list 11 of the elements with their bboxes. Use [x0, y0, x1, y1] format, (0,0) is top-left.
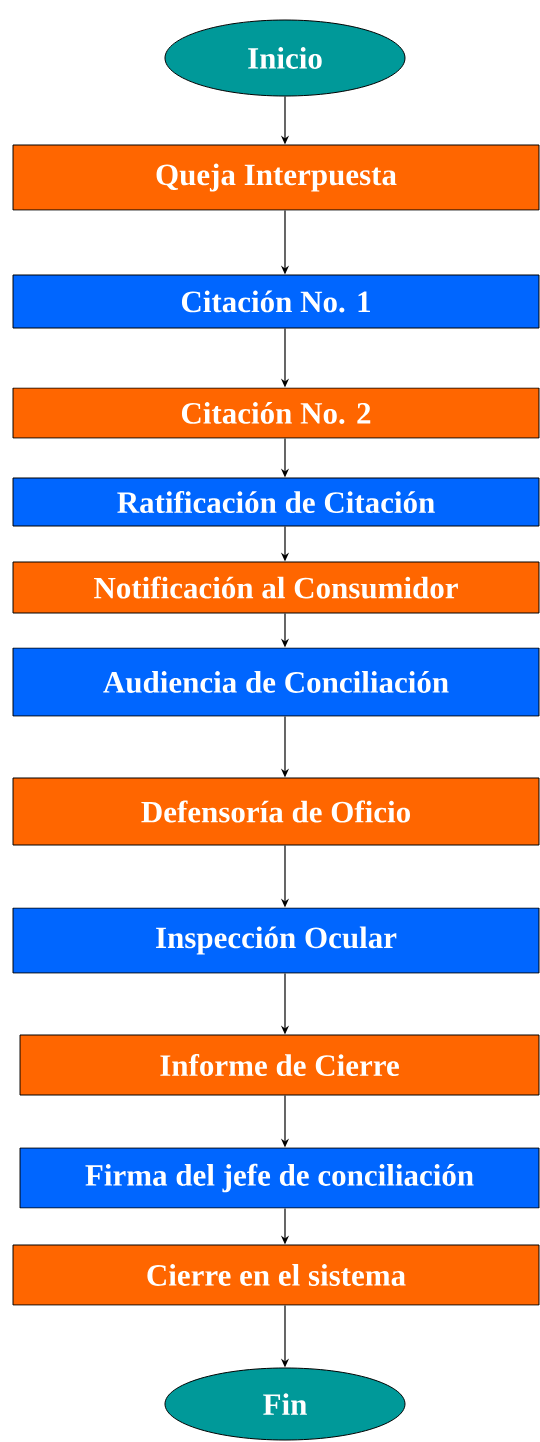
- process-box: Audiencia de Conciliación: [12, 647, 540, 717]
- process-box: Defensoría de Oficio: [12, 777, 540, 846]
- process-box: Citación No. 2: [12, 387, 540, 439]
- process-box: Queja Interpuesta: [12, 144, 540, 211]
- process-box: Informe de Cierre: [19, 1034, 540, 1096]
- process-box: Ratificación de Citación: [12, 477, 540, 527]
- process-box: Cierre en el sistema: [12, 1244, 540, 1306]
- process-box: Inspección Ocular: [12, 907, 540, 974]
- process-box: Notificación al Consumidor: [12, 561, 540, 614]
- process-box: Citación No. 1: [12, 274, 540, 329]
- process-box: Firma del jefe de conciliación: [19, 1147, 540, 1209]
